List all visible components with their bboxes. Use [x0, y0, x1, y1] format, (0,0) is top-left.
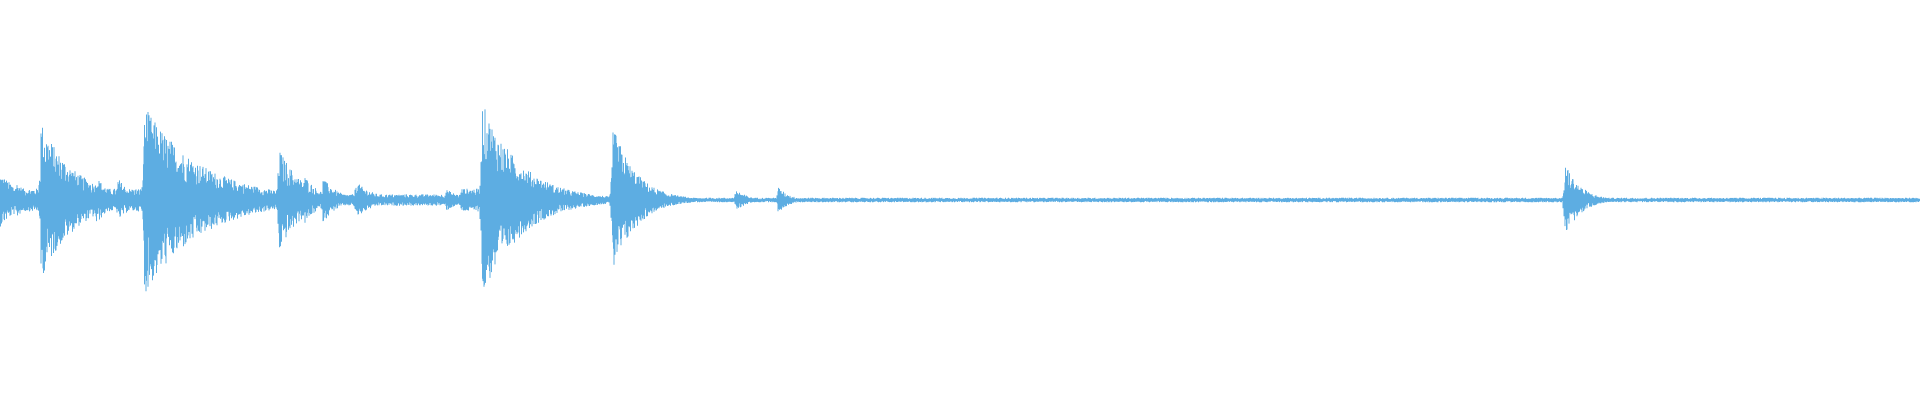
waveform-graphic — [0, 109, 1920, 292]
